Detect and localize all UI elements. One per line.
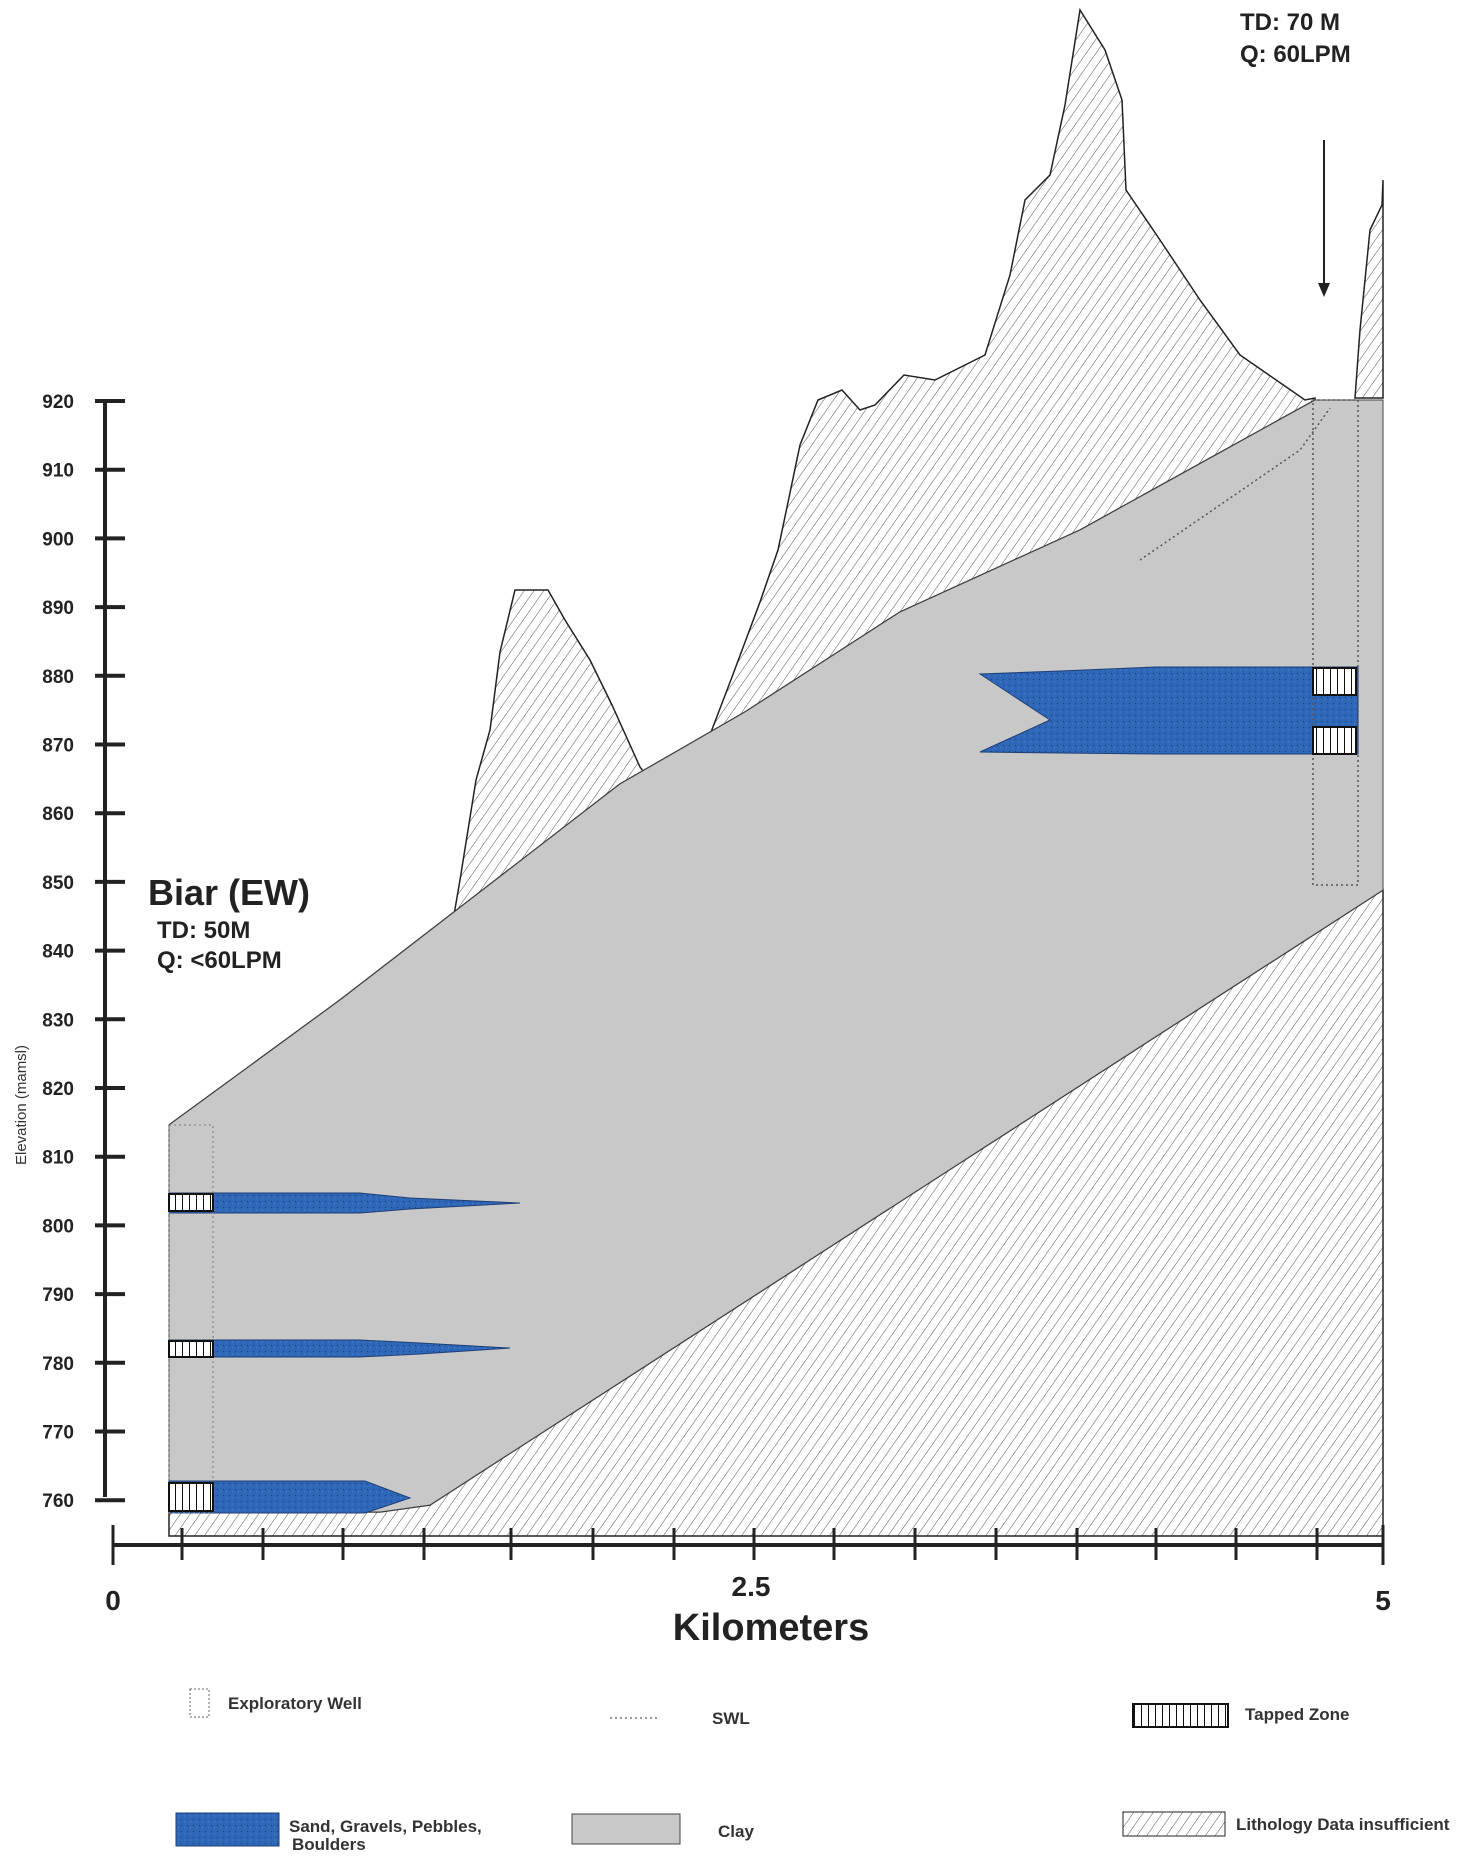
y-tick-label: 860	[42, 804, 74, 825]
legend: Exploratory Well SWL Tapped Zone Sand, G…	[175, 1688, 1450, 1854]
tapped-zone-left-783	[168, 1340, 214, 1358]
y-tick-label: 800	[42, 1216, 74, 1237]
y-tick-label: 810	[42, 1148, 74, 1169]
y-tick-label: 830	[42, 1010, 74, 1031]
y-tick-label: 770	[42, 1423, 74, 1444]
y-tick-label: 890	[42, 598, 74, 619]
legend-swl: SWL	[610, 1709, 750, 1728]
x-tick-label-2-5: 2.5	[732, 1571, 771, 1602]
legend-tapped-zone-text: Tapped Zone	[1245, 1705, 1350, 1724]
x-axis: 0 2.5 5 Kilometers	[105, 1525, 1391, 1649]
sand-lenses	[168, 666, 1359, 1514]
exploratory-well-swatch	[189, 1688, 210, 1718]
y-tick-label: 780	[42, 1354, 74, 1375]
y-tick-label: 790	[42, 1285, 74, 1306]
legend-lithology-text: Lithology Data insufficient	[1236, 1815, 1450, 1834]
legend-exploratory-well: Exploratory Well	[189, 1688, 362, 1718]
right-well-annotation: TD: 70 M Q: 60LPM	[1240, 9, 1351, 68]
y-tick-label: 920	[42, 392, 74, 413]
left-well-q: Q: <60LPM	[157, 947, 282, 974]
legend-sand-text: Sand, Gravels, Pebbles, Boulders	[289, 1817, 487, 1854]
legend-sand-line1: Sand, Gravels, Pebbles,	[289, 1817, 482, 1836]
y-tick-label: 870	[42, 736, 74, 757]
swl-line	[1139, 407, 1331, 561]
x-axis-title: Kilometers	[673, 1607, 869, 1649]
tapped-zones	[168, 667, 1357, 1512]
legend-clay: Clay	[571, 1813, 754, 1845]
y-tick-label: 820	[42, 1079, 74, 1100]
legend-tapped-zone: Tapped Zone	[1132, 1703, 1350, 1728]
legend-swl-text: SWL	[712, 1709, 750, 1728]
exploratory-well-left	[168, 1124, 214, 1514]
legend-clay-text: Clay	[718, 1822, 754, 1841]
legend-lithology: Lithology Data insufficient	[1122, 1811, 1450, 1837]
right-well-q: Q: 60LPM	[1240, 41, 1351, 68]
tapped-zone-right-lower	[1312, 726, 1357, 755]
x-tick-label-5: 5	[1375, 1585, 1391, 1616]
right-well-arrow	[1318, 140, 1330, 297]
sand-lens-upper-right	[978, 666, 1359, 755]
tapped-zone-left-760	[168, 1482, 214, 1512]
y-tick-label: 900	[42, 529, 74, 550]
lithology-swatch	[1122, 1811, 1226, 1837]
right-well-td: TD: 70 M	[1240, 9, 1340, 36]
y-axis: 920 910 900 890 880 870 860 850 840 830 820 810 800 7…	[42, 392, 125, 1512]
tapped-zone-swatch	[1132, 1703, 1229, 1728]
y-tick-label: 880	[42, 667, 74, 688]
right-hatch-sliver	[1354, 179, 1384, 399]
y-tick-label: 910	[42, 461, 74, 482]
legend-exploratory-well-text: Exploratory Well	[228, 1694, 362, 1713]
y-tick-label: 760	[42, 1491, 74, 1512]
left-well-annotation: Biar (EW) TD: 50M Q: <60LPM	[148, 872, 310, 974]
legend-sand: Sand, Gravels, Pebbles, Boulders	[175, 1812, 487, 1854]
left-well-name: Biar (EW)	[148, 872, 310, 913]
tapped-zone-left-804	[168, 1193, 214, 1212]
clay-swatch	[571, 1813, 681, 1845]
tapped-zone-right-upper	[1312, 667, 1357, 696]
y-tick-label: 840	[42, 942, 74, 963]
y-axis-label: Elevation (mamsl)	[13, 1045, 30, 1165]
left-well-td: TD: 50M	[157, 917, 250, 944]
sand-swatch	[175, 1812, 280, 1847]
legend-sand-line2: Boulders	[292, 1835, 366, 1854]
x-tick-label-0: 0	[105, 1585, 121, 1616]
sand-lens-804	[168, 1192, 521, 1214]
y-tick-label: 850	[42, 873, 74, 894]
